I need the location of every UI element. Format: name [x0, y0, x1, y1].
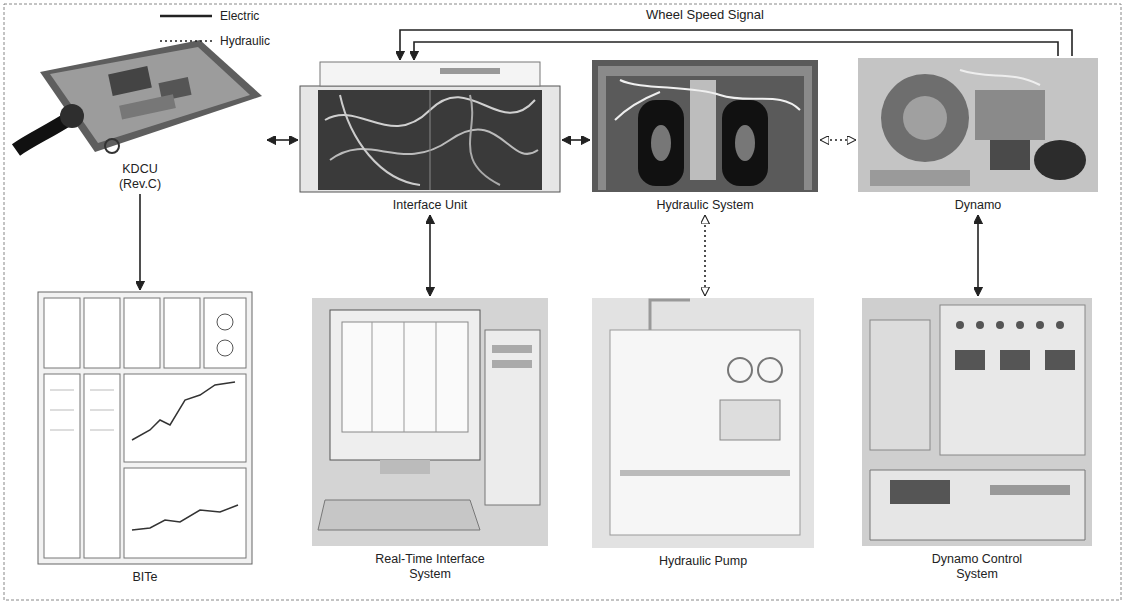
- photo-area: [592, 298, 814, 548]
- node-caption: Real-Time Interface System: [355, 552, 505, 582]
- hydraulic-system-photo: [592, 60, 818, 192]
- photo-area: [15, 38, 265, 156]
- photo-node: Real-Time Interface System: [312, 298, 548, 582]
- electric-line: [139, 194, 141, 290]
- legend-text: Electric: [220, 9, 259, 23]
- frame: [4, 4, 1121, 600]
- control-room-photo: [862, 298, 1092, 546]
- photo-node: KDCU (Rev.C): [15, 38, 265, 192]
- legend-text: Hydraulic: [220, 34, 270, 48]
- photo-area: [300, 62, 560, 192]
- photo-node: Dynamo: [858, 58, 1098, 213]
- computer-photo: [312, 298, 548, 546]
- node-caption: Hydraulic System: [605, 198, 805, 213]
- electric-line: [414, 42, 1058, 60]
- photo-area: [862, 298, 1092, 546]
- photo-area: [858, 58, 1098, 192]
- photo-node: BITe: [38, 292, 252, 585]
- node-caption: Dynamo Control System: [920, 552, 1035, 582]
- hydraulic-line: [704, 215, 706, 296]
- electric-line: [562, 139, 590, 141]
- photo-area: [592, 60, 818, 192]
- node-caption: Interface Unit: [330, 198, 530, 213]
- photo-node: Interface Unit: [300, 62, 560, 213]
- photo-area: [38, 292, 252, 564]
- photo-area: [312, 298, 548, 546]
- electric-line: [267, 139, 298, 141]
- electric-line: [400, 30, 1072, 60]
- node-caption: Hydraulic Pump: [603, 554, 803, 569]
- interface-unit-photo: [300, 62, 560, 192]
- photo-node: Hydraulic Pump: [592, 298, 814, 569]
- electric-line: [429, 215, 431, 296]
- node-caption: Dynamo: [878, 198, 1078, 213]
- legend-swatch: [160, 40, 212, 42]
- node-caption: BITe: [45, 570, 245, 585]
- hydraulic-line: [820, 139, 856, 141]
- pump-photo: [592, 298, 814, 548]
- bite-screen: [38, 292, 252, 564]
- photo-node: Hydraulic System: [592, 60, 818, 213]
- legend-swatch: [160, 15, 212, 17]
- electric-line: [977, 215, 979, 296]
- signal-label: Wheel Speed Signal: [642, 7, 768, 22]
- dynamo-photo: [858, 58, 1098, 192]
- photo-node: Dynamo Control System: [862, 298, 1092, 582]
- node-caption: KDCU (Rev.C): [110, 162, 170, 192]
- kdcu-photo: [16, 40, 262, 153]
